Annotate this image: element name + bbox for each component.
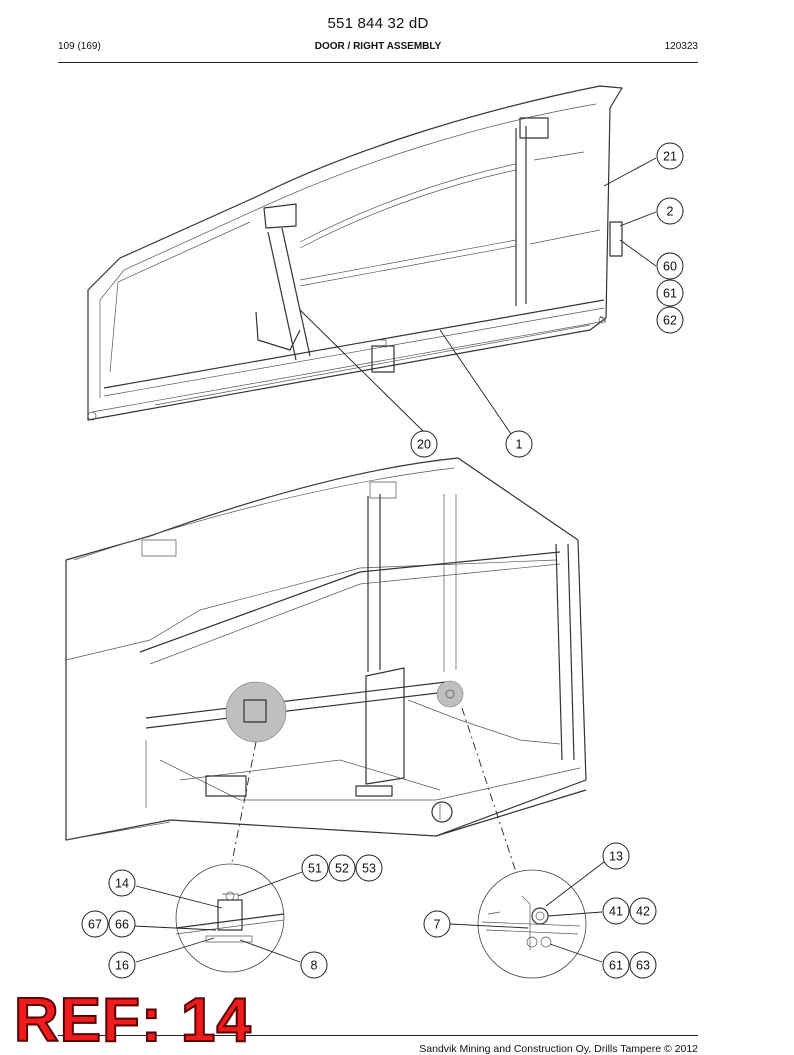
callout-21: 21	[656, 142, 684, 170]
callout-66: 66	[108, 910, 136, 938]
svg-text:7: 7	[434, 918, 441, 932]
svg-text:2: 2	[667, 205, 674, 219]
svg-text:61: 61	[609, 959, 623, 973]
detail-view-left	[175, 863, 285, 973]
callout-7: 7	[423, 910, 451, 938]
svg-text:42: 42	[636, 905, 650, 919]
door-assembly-view	[87, 85, 623, 421]
section-title: DOOR / RIGHT ASSEMBLY	[314, 41, 442, 52]
cab-assembly-view	[65, 457, 587, 841]
svg-text:67: 67	[88, 918, 102, 932]
callout-14: 14	[108, 869, 136, 897]
callout-62: 62	[656, 306, 684, 334]
callout-67: 67	[81, 910, 109, 938]
callout-1: 1	[505, 430, 533, 458]
svg-text:41: 41	[609, 905, 623, 919]
callout-61-detail: 61	[602, 951, 630, 979]
svg-text:14: 14	[115, 877, 129, 891]
callout-42: 42	[629, 897, 657, 925]
svg-text:62: 62	[663, 314, 677, 328]
svg-text:1: 1	[516, 438, 523, 452]
svg-text:16: 16	[115, 959, 129, 973]
header-row: 109 (169) DOOR / RIGHT ASSEMBLY 120323	[58, 41, 698, 55]
svg-text:13: 13	[609, 850, 623, 864]
ref-overlay-label: REF: 14	[13, 986, 252, 1055]
svg-text:66: 66	[115, 918, 129, 932]
svg-text:20: 20	[417, 438, 431, 452]
callout-63: 63	[629, 951, 657, 979]
svg-text:8: 8	[311, 959, 318, 973]
callout-61: 61	[656, 279, 684, 307]
svg-text:53: 53	[362, 862, 376, 876]
callout-20: 20	[410, 430, 438, 458]
svg-text:51: 51	[308, 862, 322, 876]
callout-60: 60	[656, 252, 684, 280]
svg-text:60: 60	[663, 260, 677, 274]
callout-16: 16	[108, 951, 136, 979]
header-divider	[58, 62, 698, 63]
callout-53: 53	[355, 854, 383, 882]
footer-copyright: Sandvik Mining and Construction Oy, Dril…	[419, 1043, 698, 1055]
date-code: 120323	[664, 41, 698, 52]
page-number: 109 (169)	[58, 41, 101, 52]
svg-text:52: 52	[335, 862, 349, 876]
callout-41: 41	[602, 897, 630, 925]
callout-51: 51	[301, 854, 329, 882]
svg-text:63: 63	[636, 959, 650, 973]
callout-52: 52	[328, 854, 356, 882]
footer-divider	[58, 1035, 698, 1036]
callout-13: 13	[602, 842, 630, 870]
callout-8: 8	[300, 951, 328, 979]
svg-text:21: 21	[663, 150, 677, 164]
callout-2: 2	[656, 197, 684, 225]
detail-view-right	[477, 869, 587, 979]
document-number: 551 844 32 dD	[327, 15, 429, 32]
svg-text:61: 61	[663, 287, 677, 301]
